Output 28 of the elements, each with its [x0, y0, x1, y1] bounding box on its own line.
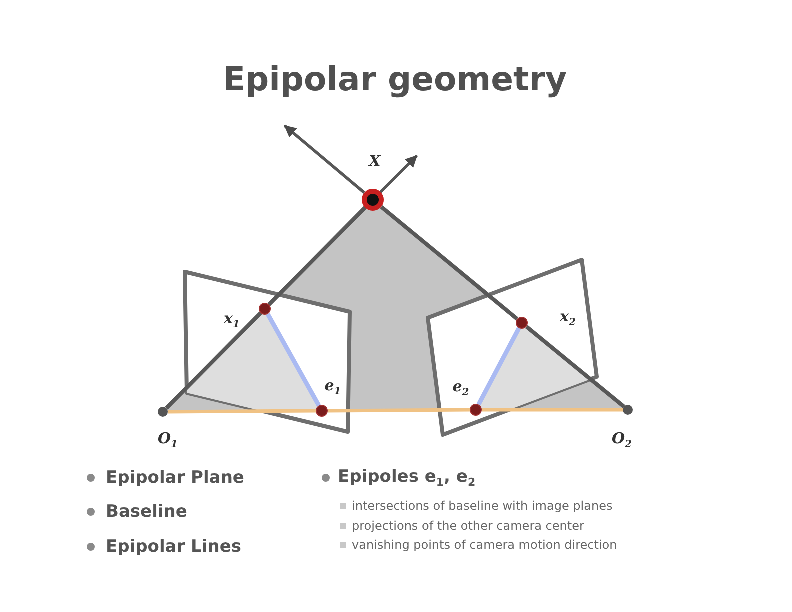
point-label: O$_{2}$ [612, 430, 632, 450]
epipolar-line [476, 327, 522, 406]
baseline [482, 408, 623, 412]
ray-arrow [380, 154, 418, 194]
projection-ray [525, 325, 626, 408]
projection-ray [268, 206, 367, 306]
sub-bullet-text: vanishing points of camera motion direction [352, 538, 618, 552]
baseline [328, 408, 470, 413]
epipolar-line [266, 313, 322, 407]
bullet-text: Epipolar Plane [106, 468, 244, 488]
bullet-text: Epipoles e$_{1}$, e$_{2}$ [338, 466, 476, 490]
point-label: x$_{1}$ [224, 310, 240, 330]
dot-icon [158, 407, 168, 417]
point-label: O$_{1}$ [158, 430, 178, 450]
dot-icon [623, 405, 633, 415]
title: Epipolar geometry [222, 60, 568, 98]
bullet-text: Baseline [106, 502, 188, 522]
sub-bullet-text: projections of the other camera center [352, 519, 584, 533]
point-label: e$_{2}$ [452, 378, 470, 398]
projection-ray [165, 312, 262, 410]
baseline [168, 409, 316, 414]
bullet-text: Epipolar Lines [106, 537, 242, 557]
point-label: e$_{1}$ [324, 376, 342, 398]
ray-arrow [284, 124, 366, 194]
point-label: X [369, 152, 381, 170]
point-label: x$_{2}$ [560, 308, 576, 328]
sub-bullet-text: intersections of baseline with image planes [352, 499, 613, 513]
projection-ray [380, 205, 519, 321]
